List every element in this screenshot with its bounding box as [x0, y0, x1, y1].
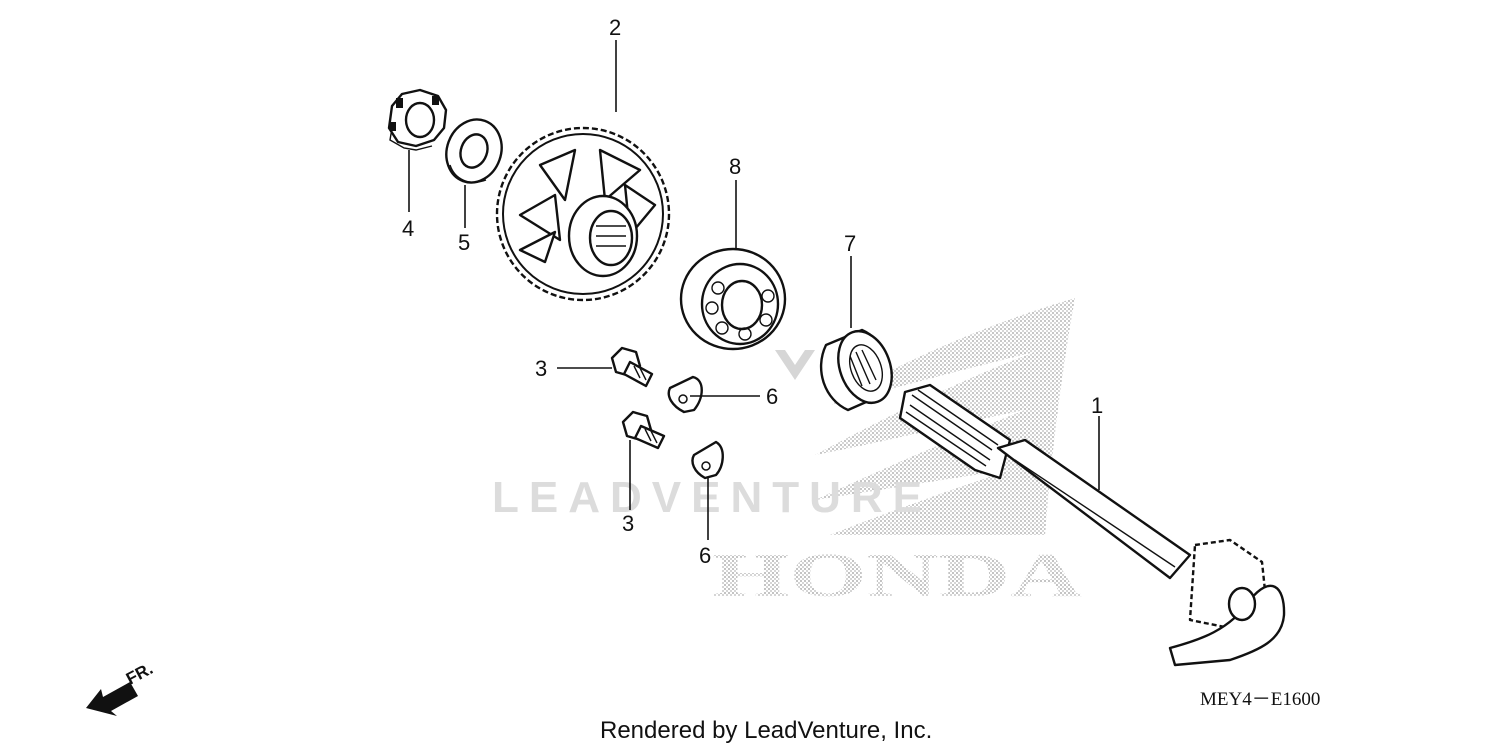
callout-6-upper: 6: [766, 384, 778, 409]
callout-3-upper: 3: [535, 356, 547, 381]
callout-7: 7: [844, 231, 856, 256]
leadventure-logo-mark: [775, 350, 815, 380]
washer: [445, 118, 503, 184]
needle-bearing: [819, 328, 893, 412]
lock-plate-upper: [667, 375, 703, 414]
leader-lines: [408, 40, 1100, 540]
arrow-icon: [86, 682, 138, 716]
callout-1: 1: [1091, 393, 1103, 418]
ball-bearing: [679, 247, 787, 351]
starter-driven-gear: [495, 126, 671, 302]
watermark-brand-text: LEADVENTURE: [492, 473, 932, 522]
footer-credit: Rendered by LeadVenture, Inc.: [600, 717, 932, 744]
callout-3-lower: 3: [622, 511, 634, 536]
callout-4: 4: [402, 216, 414, 241]
callout-5: 5: [458, 230, 470, 255]
castle-nut: [387, 88, 448, 151]
callout-6-lower: 6: [699, 543, 711, 568]
honda-logo-watermark: HONDA: [712, 542, 1082, 610]
bolt-upper: [610, 346, 654, 388]
diagram-code: MEY4－E1600: [1200, 689, 1320, 710]
callout-2: 2: [609, 15, 621, 40]
lock-plate-lower: [691, 440, 724, 480]
starter-spindle: [898, 383, 1286, 667]
callout-8: 8: [729, 154, 741, 179]
bolt-lower: [621, 410, 666, 450]
